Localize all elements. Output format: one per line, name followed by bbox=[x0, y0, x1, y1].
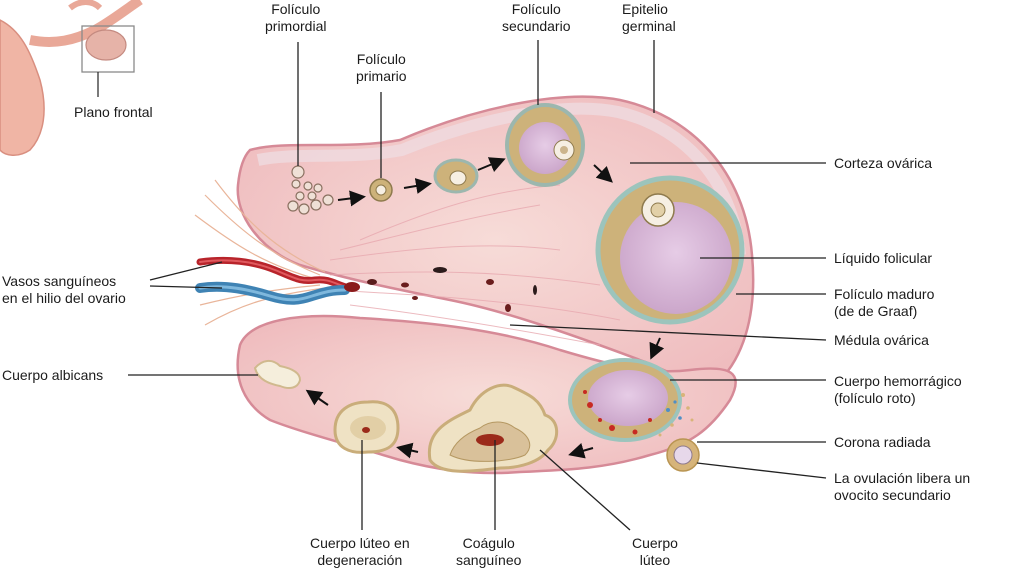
label-line: primordial bbox=[265, 18, 327, 34]
label-line: Líquido folicular bbox=[834, 250, 933, 266]
label-line: Cuerpo bbox=[632, 535, 678, 551]
hemorrhagic-body bbox=[568, 358, 694, 442]
label-cuerpo-hemorragico: Cuerpo hemorrágico (folículo roto) bbox=[834, 373, 962, 407]
label-coagulo-sanguineo: Coágulo sanguíneo bbox=[456, 535, 521, 569]
label-line: secundario bbox=[502, 18, 571, 34]
label-vasos-sanguineos: Vasos sanguíneos en el hilio del ovario bbox=[2, 273, 126, 307]
development-arrows bbox=[305, 157, 665, 459]
label-line: lúteo bbox=[639, 552, 671, 568]
label-foliculo-secundario: Folículo secundario bbox=[502, 1, 571, 35]
label-foliculo-primordial: Folículo primordial bbox=[265, 1, 326, 35]
label-cuerpo-luteo-degeneracion: Cuerpo lúteo en degeneración bbox=[310, 535, 410, 569]
mature-graafian-follicle bbox=[595, 175, 745, 325]
label-line: Cuerpo lúteo en bbox=[310, 535, 410, 551]
label-line: Epitelio bbox=[622, 1, 668, 17]
label-cuerpo-luteo: Cuerpo lúteo bbox=[632, 535, 678, 569]
label-line: Vasos sanguíneos bbox=[2, 273, 117, 289]
label-line: ovocito secundario bbox=[834, 487, 951, 503]
label-ovulacion: La ovulación libera un ovocito secundari… bbox=[834, 470, 970, 504]
label-line: (folículo roto) bbox=[834, 390, 916, 406]
label-medula-ovarica: Médula ovárica bbox=[834, 332, 929, 349]
label-line: Folículo bbox=[356, 51, 406, 67]
released-oocyte-corona-radiata bbox=[666, 438, 700, 472]
label-foliculo-primario: Folículo primario bbox=[356, 51, 407, 85]
label-cuerpo-albicans: Cuerpo albicans bbox=[2, 367, 103, 384]
secondary-follicle bbox=[505, 103, 585, 187]
label-line: primario bbox=[356, 68, 407, 84]
degenerating-corpus-luteum bbox=[333, 400, 400, 454]
label-line: Corona radiada bbox=[834, 434, 931, 450]
label-plano-frontal-text: Plano frontal bbox=[74, 104, 153, 120]
hilum-blood-vessels bbox=[195, 256, 537, 312]
primary-follicle bbox=[369, 178, 393, 202]
label-line: La ovulación libera un bbox=[834, 470, 971, 486]
primordial-follicles bbox=[287, 165, 334, 215]
corpus-luteum bbox=[427, 383, 559, 473]
label-line: degeneración bbox=[317, 552, 403, 568]
label-plano-frontal: Plano frontal bbox=[74, 104, 153, 121]
corpus-albicans bbox=[253, 360, 302, 389]
label-line: Folículo maduro bbox=[834, 286, 935, 302]
label-liquido-folicular: Líquido folicular bbox=[834, 250, 932, 267]
label-line: germinal bbox=[622, 18, 676, 34]
label-line: Corteza ovárica bbox=[834, 155, 933, 171]
label-line: Coágulo bbox=[462, 535, 515, 551]
inset-frame bbox=[81, 25, 135, 73]
leader-lines bbox=[128, 40, 827, 531]
label-line: (de de Graaf) bbox=[834, 303, 918, 319]
label-foliculo-maduro: Folículo maduro (de de Graaf) bbox=[834, 286, 934, 320]
label-corona-radiada: Corona radiada bbox=[834, 434, 931, 451]
label-line: Cuerpo albicans bbox=[2, 367, 104, 383]
label-line: en el hilio del ovario bbox=[2, 290, 126, 306]
inset-uterus-illustration bbox=[0, 0, 143, 156]
growing-follicle bbox=[433, 158, 479, 194]
label-line: Cuerpo hemorrágico bbox=[834, 373, 962, 389]
label-line: Médula ovárica bbox=[834, 332, 929, 348]
label-epitelio-germinal: Epitelio germinal bbox=[622, 1, 676, 35]
label-corteza-ovarica: Corteza ovárica bbox=[834, 155, 932, 172]
label-line: Folículo bbox=[271, 1, 321, 17]
label-line: Folículo bbox=[511, 1, 561, 17]
label-line: sanguíneo bbox=[456, 552, 522, 568]
